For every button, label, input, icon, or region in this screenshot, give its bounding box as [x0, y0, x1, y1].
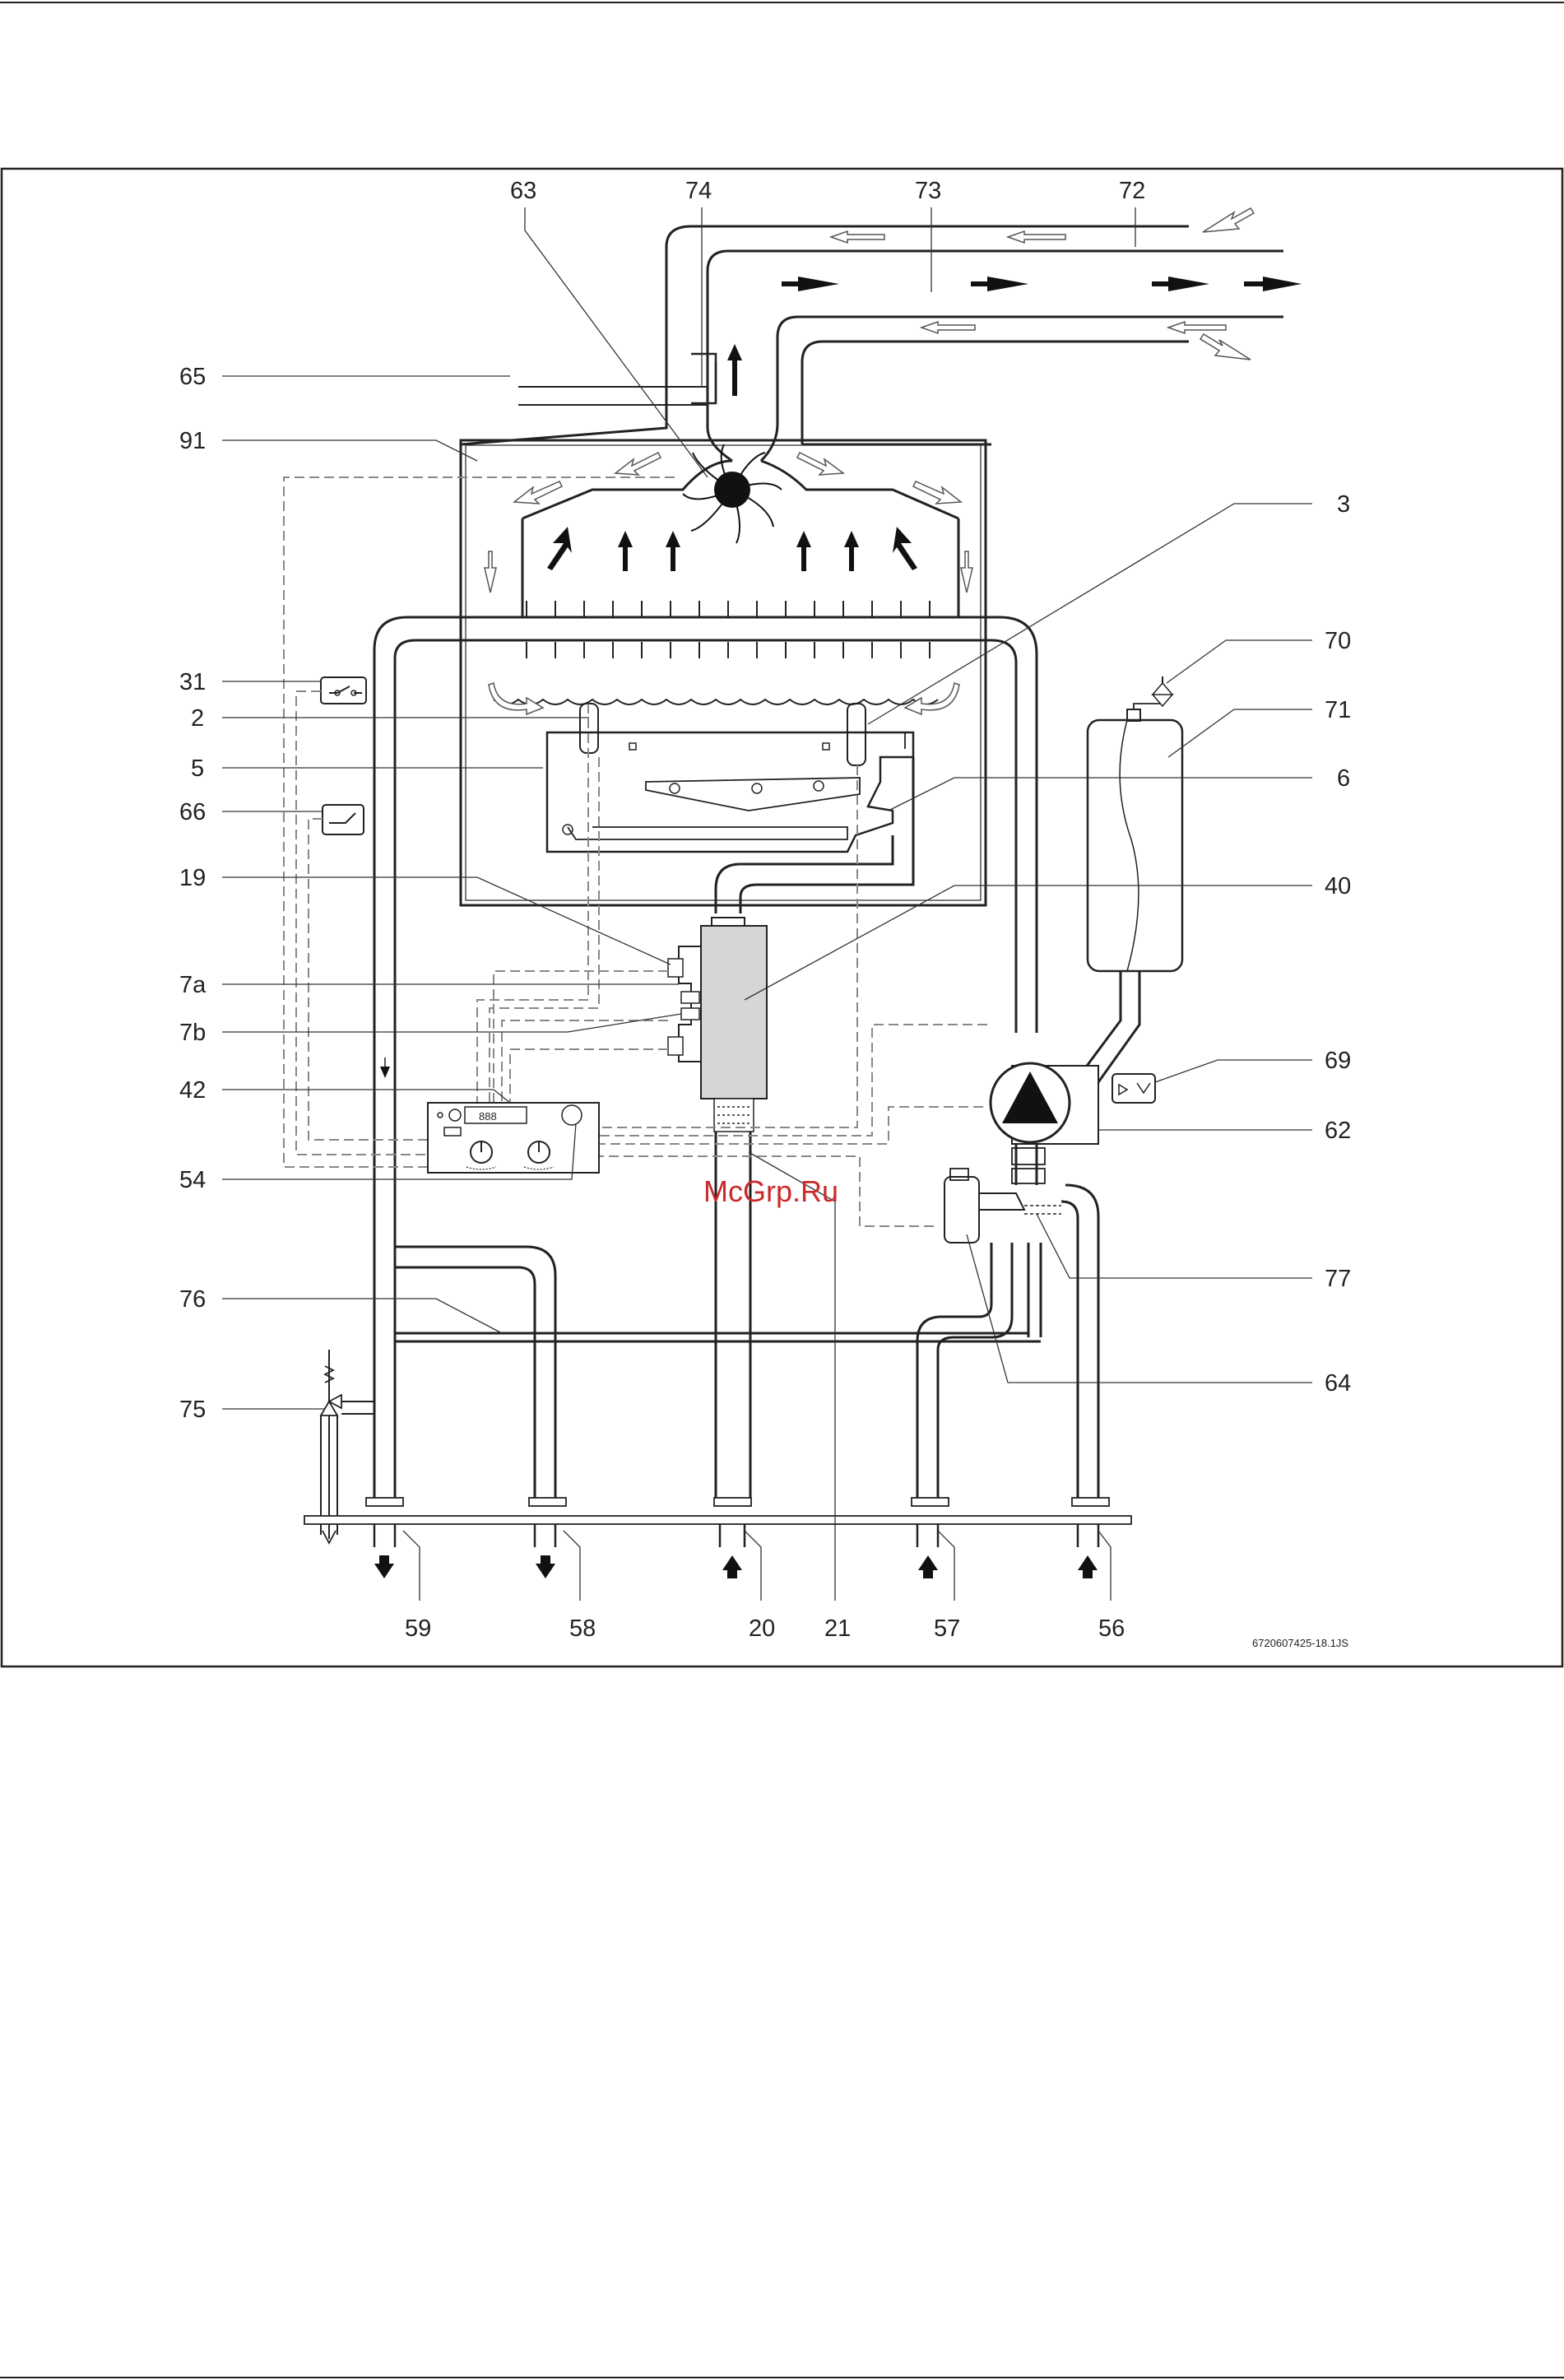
- label-58: 58: [569, 1615, 596, 1642]
- combustion-chamber-casing: [461, 440, 986, 905]
- expansion-vessel: [1078, 676, 1182, 1088]
- label-70: 70: [1325, 628, 1351, 654]
- fan-icon: [683, 444, 782, 543]
- label-42: 42: [179, 1077, 206, 1104]
- label-73: 73: [915, 178, 941, 204]
- label-40: 40: [1325, 873, 1351, 899]
- limiter-sensors: [321, 677, 366, 834]
- figure-code: 6720607425-18.1JS: [1252, 1637, 1348, 1649]
- label-20: 20: [749, 1615, 775, 1642]
- label-56: 56: [1098, 1615, 1125, 1642]
- inflow-arrow-57: [918, 1555, 938, 1578]
- label-91: 91: [179, 428, 206, 454]
- label-7b: 7b: [179, 1020, 206, 1046]
- label-19: 19: [179, 865, 206, 891]
- label-54: 54: [179, 1167, 206, 1193]
- flow-arrows: [485, 208, 1302, 593]
- watermark: McGrp.Ru: [703, 1174, 838, 1208]
- label-75: 75: [179, 1397, 206, 1423]
- label-7a: 7a: [179, 972, 207, 998]
- control-panel-display: 888: [479, 1110, 497, 1123]
- inflow-arrow-20: [722, 1555, 742, 1578]
- label-74: 74: [685, 178, 712, 204]
- label-66: 66: [179, 799, 206, 825]
- label-72: 72: [1119, 178, 1145, 204]
- gas-valve: [668, 926, 767, 1498]
- label-69: 69: [1325, 1048, 1351, 1074]
- label-76: 76: [179, 1286, 206, 1313]
- label-63: 63: [510, 178, 536, 204]
- label-21: 21: [824, 1615, 851, 1642]
- label-64: 64: [1325, 1370, 1351, 1397]
- label-3: 3: [1337, 491, 1350, 518]
- label-65: 65: [179, 364, 206, 390]
- outflow-arrow-58: [536, 1555, 555, 1578]
- label-59: 59: [405, 1615, 431, 1642]
- label-6: 6: [1337, 765, 1350, 792]
- label-62: 62: [1325, 1118, 1351, 1144]
- outflow-arrow-59: [374, 1555, 394, 1578]
- label-2: 2: [191, 705, 204, 732]
- label-57: 57: [934, 1615, 960, 1642]
- burner: [547, 704, 913, 852]
- label-77: 77: [1325, 1266, 1351, 1292]
- figure-frame: [2, 169, 1562, 1666]
- connection-rail: [304, 1498, 1131, 1578]
- label-5: 5: [191, 755, 204, 782]
- label-71: 71: [1325, 697, 1351, 723]
- heat-exchanger: [522, 601, 958, 658]
- label-31: 31: [179, 669, 206, 695]
- pump-icon: [991, 1063, 1155, 1144]
- inflow-arrow-56: [1078, 1555, 1098, 1578]
